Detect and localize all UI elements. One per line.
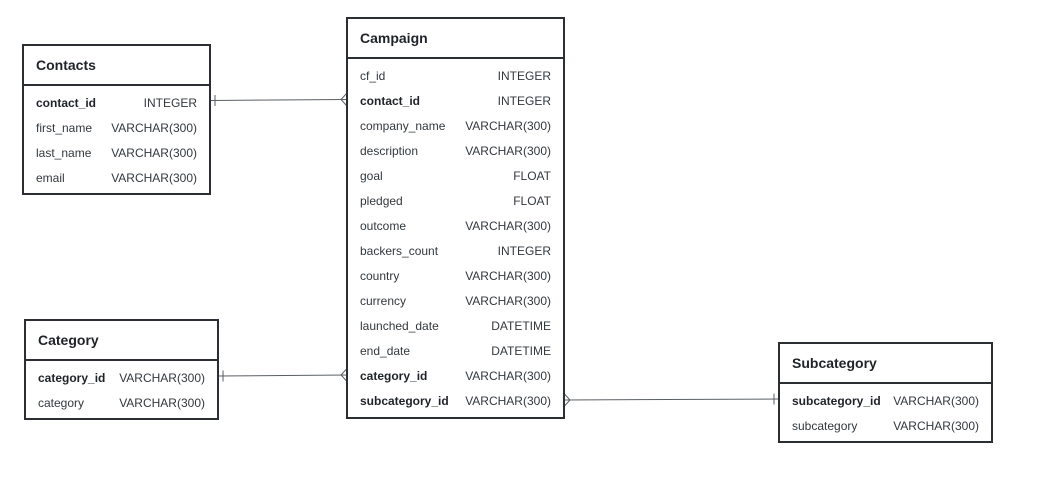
table-row: contact_id INTEGER bbox=[348, 88, 563, 113]
column-type: VARCHAR(300) bbox=[893, 418, 979, 433]
column-name: pledged bbox=[360, 193, 403, 208]
table-title: Campaign bbox=[348, 19, 563, 59]
column-type: VARCHAR(300) bbox=[465, 393, 551, 408]
table-row: goal FLOAT bbox=[348, 163, 563, 188]
table-row: description VARCHAR(300) bbox=[348, 138, 563, 163]
many-marker bbox=[340, 92, 348, 107]
table-row: email VARCHAR(300) bbox=[24, 165, 209, 190]
table-row: cf_id INTEGER bbox=[348, 63, 563, 88]
column-name: subcategory bbox=[792, 418, 858, 433]
column-type: INTEGER bbox=[497, 93, 551, 108]
table-row: category_id VARCHAR(300) bbox=[26, 365, 217, 390]
relationship-category-campaign bbox=[217, 368, 348, 382]
table-category[interactable]: Category category_id VARCHAR(300) catego… bbox=[24, 319, 219, 420]
many-marker bbox=[563, 393, 571, 407]
column-type: VARCHAR(300) bbox=[465, 368, 551, 383]
table-row: contact_id INTEGER bbox=[24, 90, 209, 115]
column-name: last_name bbox=[36, 145, 92, 160]
table-row: pledged FLOAT bbox=[348, 188, 563, 213]
column-name: contact_id bbox=[360, 93, 421, 108]
table-row: subcategory_id VARCHAR(300) bbox=[780, 388, 991, 413]
column-name: backers_count bbox=[360, 243, 439, 258]
table-campaign[interactable]: Campaign cf_id INTEGER contact_id INTEGE… bbox=[346, 17, 565, 419]
column-name: email bbox=[36, 170, 65, 185]
column-name: cf_id bbox=[360, 68, 386, 83]
column-name: first_name bbox=[36, 120, 93, 135]
table-title: Contacts bbox=[24, 46, 209, 86]
column-type: VARCHAR(300) bbox=[465, 268, 551, 283]
connector-line bbox=[563, 398, 780, 401]
table-row: category VARCHAR(300) bbox=[26, 390, 217, 415]
column-type: DATETIME bbox=[491, 318, 551, 333]
table-columns: cf_id INTEGER contact_id INTEGER company… bbox=[348, 59, 563, 413]
table-row: subcategory_id VARCHAR(300) bbox=[348, 388, 563, 413]
table-row: category_id VARCHAR(300) bbox=[348, 363, 563, 388]
column-name: description bbox=[360, 143, 419, 158]
column-name: end_date bbox=[360, 343, 411, 358]
table-row: currency VARCHAR(300) bbox=[348, 288, 563, 313]
column-name: subcategory_id bbox=[792, 393, 881, 408]
column-type: VARCHAR(300) bbox=[893, 393, 979, 408]
column-name: category_id bbox=[38, 370, 106, 385]
column-name: category bbox=[38, 395, 85, 410]
relationship-contacts-campaign bbox=[209, 92, 348, 107]
table-row: country VARCHAR(300) bbox=[348, 263, 563, 288]
column-type: INTEGER bbox=[143, 95, 197, 110]
column-type: INTEGER bbox=[497, 243, 551, 258]
connector-line bbox=[217, 374, 348, 377]
table-row: last_name VARCHAR(300) bbox=[24, 140, 209, 165]
table-row: company_name VARCHAR(300) bbox=[348, 113, 563, 138]
column-type: VARCHAR(300) bbox=[465, 118, 551, 133]
table-row: backers_count INTEGER bbox=[348, 238, 563, 263]
table-subcategory[interactable]: Subcategory subcategory_id VARCHAR(300) … bbox=[778, 342, 993, 443]
column-name: subcategory_id bbox=[360, 393, 449, 408]
column-name: goal bbox=[360, 168, 383, 183]
column-type: VARCHAR(300) bbox=[119, 370, 205, 385]
column-name: category_id bbox=[360, 368, 428, 383]
column-name: contact_id bbox=[36, 95, 97, 110]
table-columns: contact_id INTEGER first_name VARCHAR(30… bbox=[24, 86, 209, 190]
column-type: DATETIME bbox=[491, 343, 551, 358]
column-type: VARCHAR(300) bbox=[111, 120, 197, 135]
column-name: currency bbox=[360, 293, 407, 308]
column-type: VARCHAR(300) bbox=[111, 170, 197, 185]
table-row: launched_date DATETIME bbox=[348, 313, 563, 338]
table-title: Category bbox=[26, 321, 217, 361]
column-type: VARCHAR(300) bbox=[111, 145, 197, 160]
table-title: Subcategory bbox=[780, 344, 991, 384]
table-row: end_date DATETIME bbox=[348, 338, 563, 363]
column-type: FLOAT bbox=[513, 193, 551, 208]
relationship-subcategory-campaign bbox=[563, 393, 780, 407]
column-name: launched_date bbox=[360, 318, 439, 333]
table-contacts[interactable]: Contacts contact_id INTEGER first_name V… bbox=[22, 44, 211, 195]
column-type: VARCHAR(300) bbox=[465, 218, 551, 233]
column-type: VARCHAR(300) bbox=[465, 143, 551, 158]
column-type: FLOAT bbox=[513, 168, 551, 183]
column-name: company_name bbox=[360, 118, 446, 133]
column-name: outcome bbox=[360, 218, 407, 233]
column-type: INTEGER bbox=[497, 68, 551, 83]
column-type: VARCHAR(300) bbox=[465, 293, 551, 308]
table-row: first_name VARCHAR(300) bbox=[24, 115, 209, 140]
column-type: VARCHAR(300) bbox=[119, 395, 205, 410]
table-columns: category_id VARCHAR(300) category VARCHA… bbox=[26, 361, 217, 415]
table-row: subcategory VARCHAR(300) bbox=[780, 413, 991, 438]
table-row: outcome VARCHAR(300) bbox=[348, 213, 563, 238]
column-name: country bbox=[360, 268, 400, 283]
many-marker bbox=[340, 368, 348, 382]
connector-line bbox=[209, 99, 348, 101]
table-columns: subcategory_id VARCHAR(300) subcategory … bbox=[780, 384, 991, 438]
